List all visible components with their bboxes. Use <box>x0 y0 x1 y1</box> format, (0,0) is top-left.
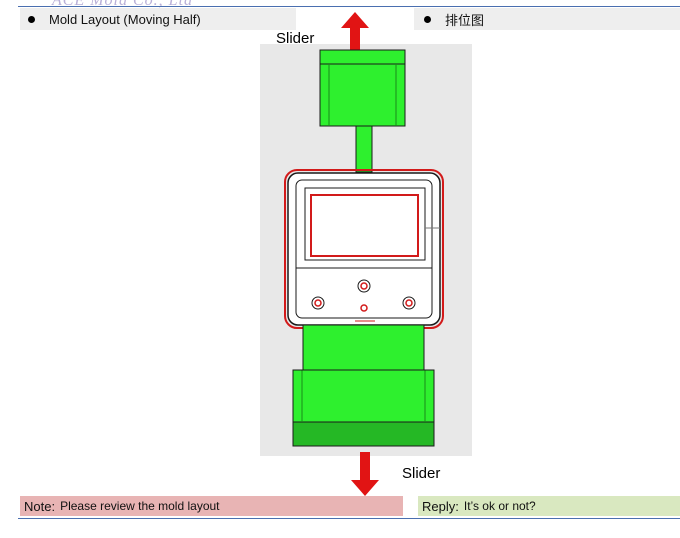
bottom-divider <box>18 518 680 519</box>
section-title-english: Mold Layout (Moving Half) <box>49 11 201 27</box>
top-slider-block <box>319 49 406 127</box>
section-header-chinese: 排位图 <box>414 8 680 30</box>
reply-bar: Reply: It’s ok or not? <box>418 496 680 516</box>
top-arrow-icon <box>341 12 369 56</box>
slider-rod <box>355 125 373 173</box>
bottom-arrow-icon <box>351 452 379 496</box>
bottom-slider-stem <box>302 324 425 372</box>
reply-text: It’s ok or not? <box>463 499 536 513</box>
top-divider <box>18 6 680 7</box>
bottom-slider-block <box>292 369 435 447</box>
note-bar: Note: Please review the mold layout <box>20 496 403 516</box>
top-slider-label: Slider <box>276 30 315 47</box>
note-text: Please review the mold layout <box>60 499 220 513</box>
note-key: Note: <box>24 498 56 514</box>
reply-key: Reply: <box>422 498 459 514</box>
molded-part <box>284 169 444 329</box>
section-title-chinese: 排位图 <box>445 13 485 29</box>
bullet-icon <box>424 15 431 23</box>
bullet-icon <box>28 15 35 23</box>
bottom-slider-label: Slider <box>402 465 441 482</box>
company-watermark: ACE Mold Co., Ltd <box>52 0 194 9</box>
section-header-english: Mold Layout (Moving Half) <box>20 8 296 30</box>
